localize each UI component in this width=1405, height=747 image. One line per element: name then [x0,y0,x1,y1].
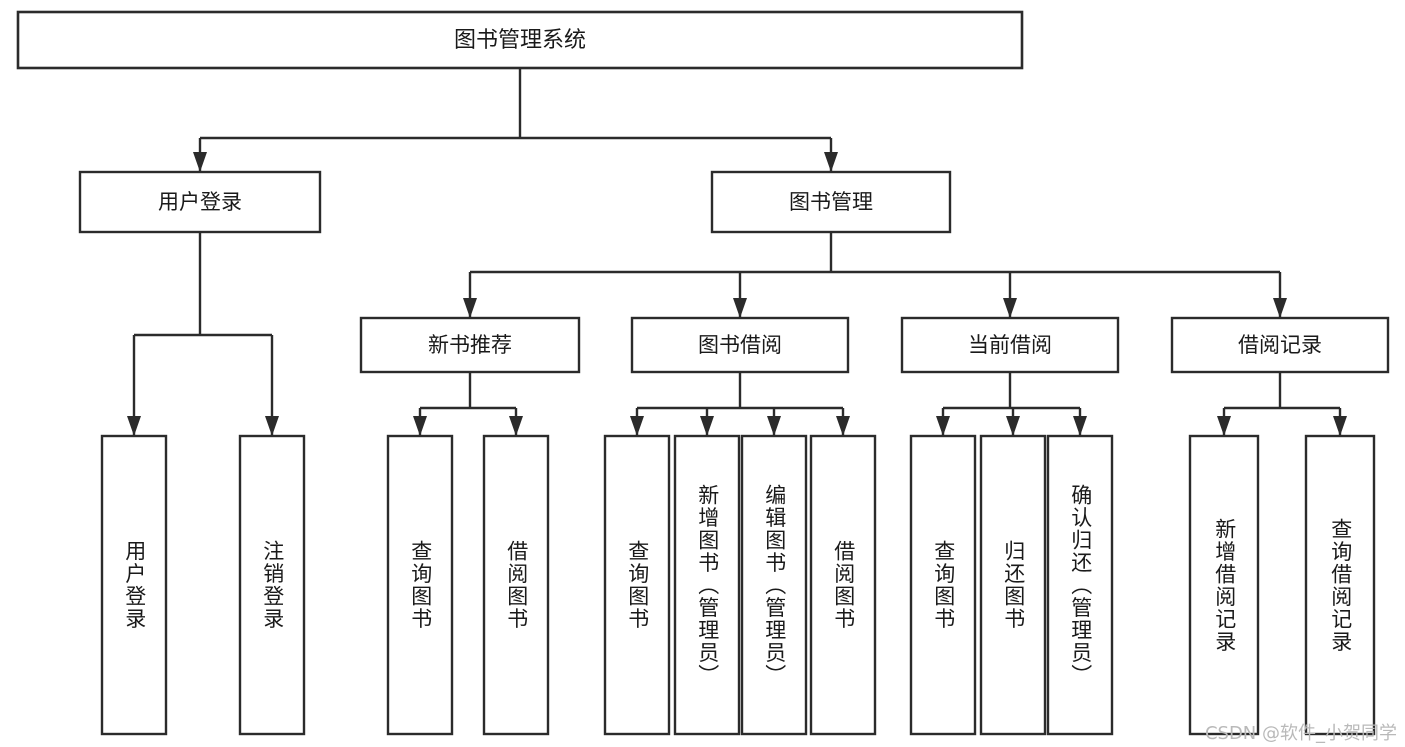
level3-node-label: 图书借阅 [698,333,782,357]
root-node-label: 图书管理系统 [454,28,586,53]
arrow-head-icon [936,416,950,436]
leaf-node-box[interactable] [740,434,808,736]
leaf-node-box[interactable] [673,434,741,736]
node-box-layer [16,10,1390,736]
arrow-head-icon [1217,416,1231,436]
leaf-node-box[interactable] [1046,434,1114,736]
leaf-node-box[interactable] [1188,434,1260,736]
arrow-head-icon [836,416,850,436]
arrow-head-icon [700,416,714,436]
level3-node-box[interactable] [630,316,850,374]
level3-node-box[interactable] [359,316,581,374]
level3-node-label: 当前借阅 [968,333,1052,357]
arrow-head-icon [193,152,207,172]
level2-node-label: 图书管理 [789,190,873,214]
arrow-head-icon [1073,416,1087,436]
leaf-node-box[interactable] [809,434,877,736]
arrow-head-icon [1273,298,1287,318]
watermark-text: CSDN @软件_小贺同学 [1204,723,1397,744]
arrow-head-icon [1333,416,1347,436]
leaf-node-box[interactable] [909,434,977,736]
level3-node-box[interactable] [1170,316,1390,374]
arrow-head-icon [127,416,141,436]
arrow-head-icon [463,298,477,318]
level3-node-box[interactable] [900,316,1120,374]
leaf-node-box[interactable] [100,434,168,736]
level2-node-box[interactable] [710,170,952,234]
arrow-head-icon [733,298,747,318]
leaf-node-box[interactable] [603,434,671,736]
leaf-node-box[interactable] [238,434,306,736]
root-node-box[interactable] [16,10,1024,70]
connector-layer [127,68,1347,436]
arrow-head-icon [1003,298,1017,318]
leaf-node-box[interactable] [979,434,1047,736]
arrow-head-icon [509,416,523,436]
arrow-head-icon [767,416,781,436]
arrow-head-icon [630,416,644,436]
leaf-node-box[interactable] [482,434,550,736]
leaf-node-box[interactable] [1304,434,1376,736]
arrow-head-icon [824,152,838,172]
level3-node-label: 借阅记录 [1238,333,1322,357]
arrow-head-icon [265,416,279,436]
leaf-node-box[interactable] [386,434,454,736]
level2-node-label: 用户登录 [158,190,242,214]
arrow-head-icon [1006,416,1020,436]
arrow-head-icon [413,416,427,436]
level2-node-box[interactable] [78,170,322,234]
level3-node-label: 新书推荐 [428,333,512,357]
